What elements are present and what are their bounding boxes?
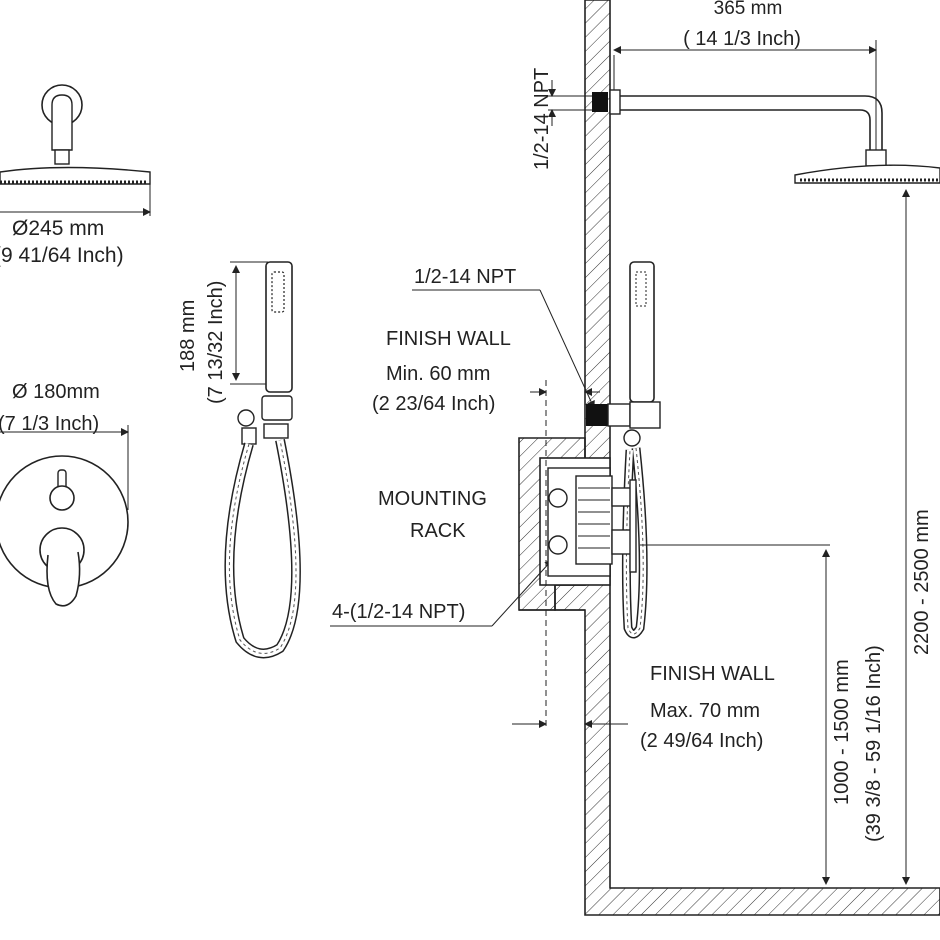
valve-height-dimension: 1000 - 1500 mm (39 3/8 - 59 1/16 Inch) <box>640 544 885 885</box>
top-npt-dimension: 1/2-14 NPT <box>531 68 592 170</box>
mounting-label: MOUNTING <box>378 488 487 510</box>
valve-rack-side <box>547 261 661 639</box>
mid-npt-callout: 1/2-14 NPT <box>412 266 595 409</box>
arm-length-dimension: 365 mm ( 14 1/3 Inch) <box>613 0 877 150</box>
min-mm: Min. 60 mm <box>386 363 490 385</box>
head-height-mm: 2200 - 2500 mm <box>911 509 933 655</box>
max-mm: Max. 70 mm <box>650 700 760 722</box>
shower-arm-side <box>592 89 940 184</box>
hand-len-inch: (7 13/32 Inch) <box>205 281 227 404</box>
arm-length-mm: 365 mm <box>714 0 783 19</box>
hand-shower: 188 mm (7 13/32 Inch) <box>177 261 301 659</box>
max-inch: (2 49/64 Inch) <box>640 730 763 752</box>
trim-plate-front: Ø 180mm (7 1/3 Inch) <box>0 381 129 607</box>
four-npt-callout: 4-(1/2-14 NPT) <box>330 559 553 627</box>
max-wall-callout: FINISH WALL Max. 70 mm (2 49/64 Inch) <box>512 663 775 752</box>
arm-length-inch: ( 14 1/3 Inch) <box>683 28 801 50</box>
head-dia-inch: (9 41/64 Inch) <box>0 244 124 267</box>
hand-len-mm: 188 mm <box>177 300 199 372</box>
rack-label: RACK <box>410 520 466 542</box>
mid-npt-label: 1/2-14 NPT <box>414 266 516 288</box>
min-inch: (2 23/64 Inch) <box>372 393 495 415</box>
mounting-rack-label: MOUNTING RACK <box>378 488 487 542</box>
finish-wall-label-2: FINISH WALL <box>650 663 775 685</box>
valve-height-mm: 1000 - 1500 mm <box>831 659 853 805</box>
plate-dia-mm: Ø 180mm <box>12 381 100 403</box>
top-npt-label: 1/2-14 NPT <box>531 68 553 170</box>
plate-dia-inch: (7 1/3 Inch) <box>0 413 99 435</box>
finish-wall-label-1: FINISH WALL <box>386 328 511 350</box>
shower-head-front: Ø245 mm (9 41/64 Inch) <box>0 84 151 267</box>
head-dia-mm: Ø245 mm <box>12 217 104 240</box>
min-wall-callout: FINISH WALL Min. 60 mm (2 23/64 Inch) <box>372 328 600 415</box>
four-npt-label: 4-(1/2-14 NPT) <box>332 601 465 623</box>
head-height-dimension: 2200 - 2500 mm <box>902 189 933 885</box>
valve-height-inch: (39 3/8 - 59 1/16 Inch) <box>863 645 885 842</box>
